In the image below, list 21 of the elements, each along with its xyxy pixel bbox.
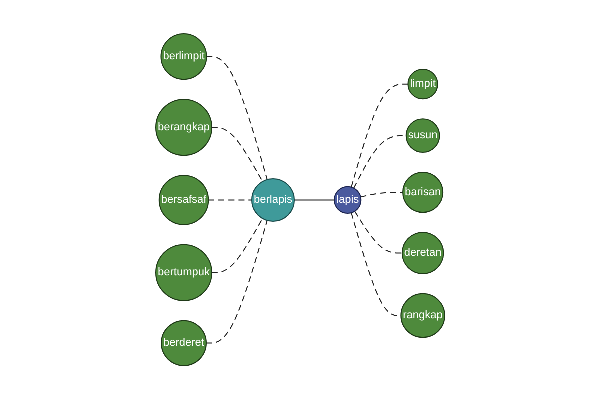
- node-circle: bersafsaf: [158, 175, 209, 226]
- connector: [360, 192, 404, 198]
- node-circle: rangkap: [400, 294, 445, 338]
- node-circle: deretan: [401, 232, 444, 274]
- connector: [294, 200, 335, 201]
- node-circle: berderet: [160, 320, 207, 366]
- node-circle: lapis: [334, 186, 362, 214]
- connector: [350, 84, 408, 188]
- connector: [211, 218, 263, 274]
- node-circle: bertumpuk: [155, 244, 212, 302]
- connector: [208, 200, 252, 201]
- connector: [206, 56, 268, 180]
- node-circle: limpit: [407, 69, 438, 100]
- node-circle: berlapis: [251, 178, 295, 222]
- connector: [211, 127, 263, 182]
- node-circle: berangkap: [155, 99, 212, 156]
- node-circle: berlimpit: [160, 34, 207, 80]
- node-circle: barisan: [402, 172, 444, 214]
- connector: [354, 211, 402, 254]
- node-circle: susun: [405, 118, 440, 154]
- connector: [206, 220, 268, 344]
